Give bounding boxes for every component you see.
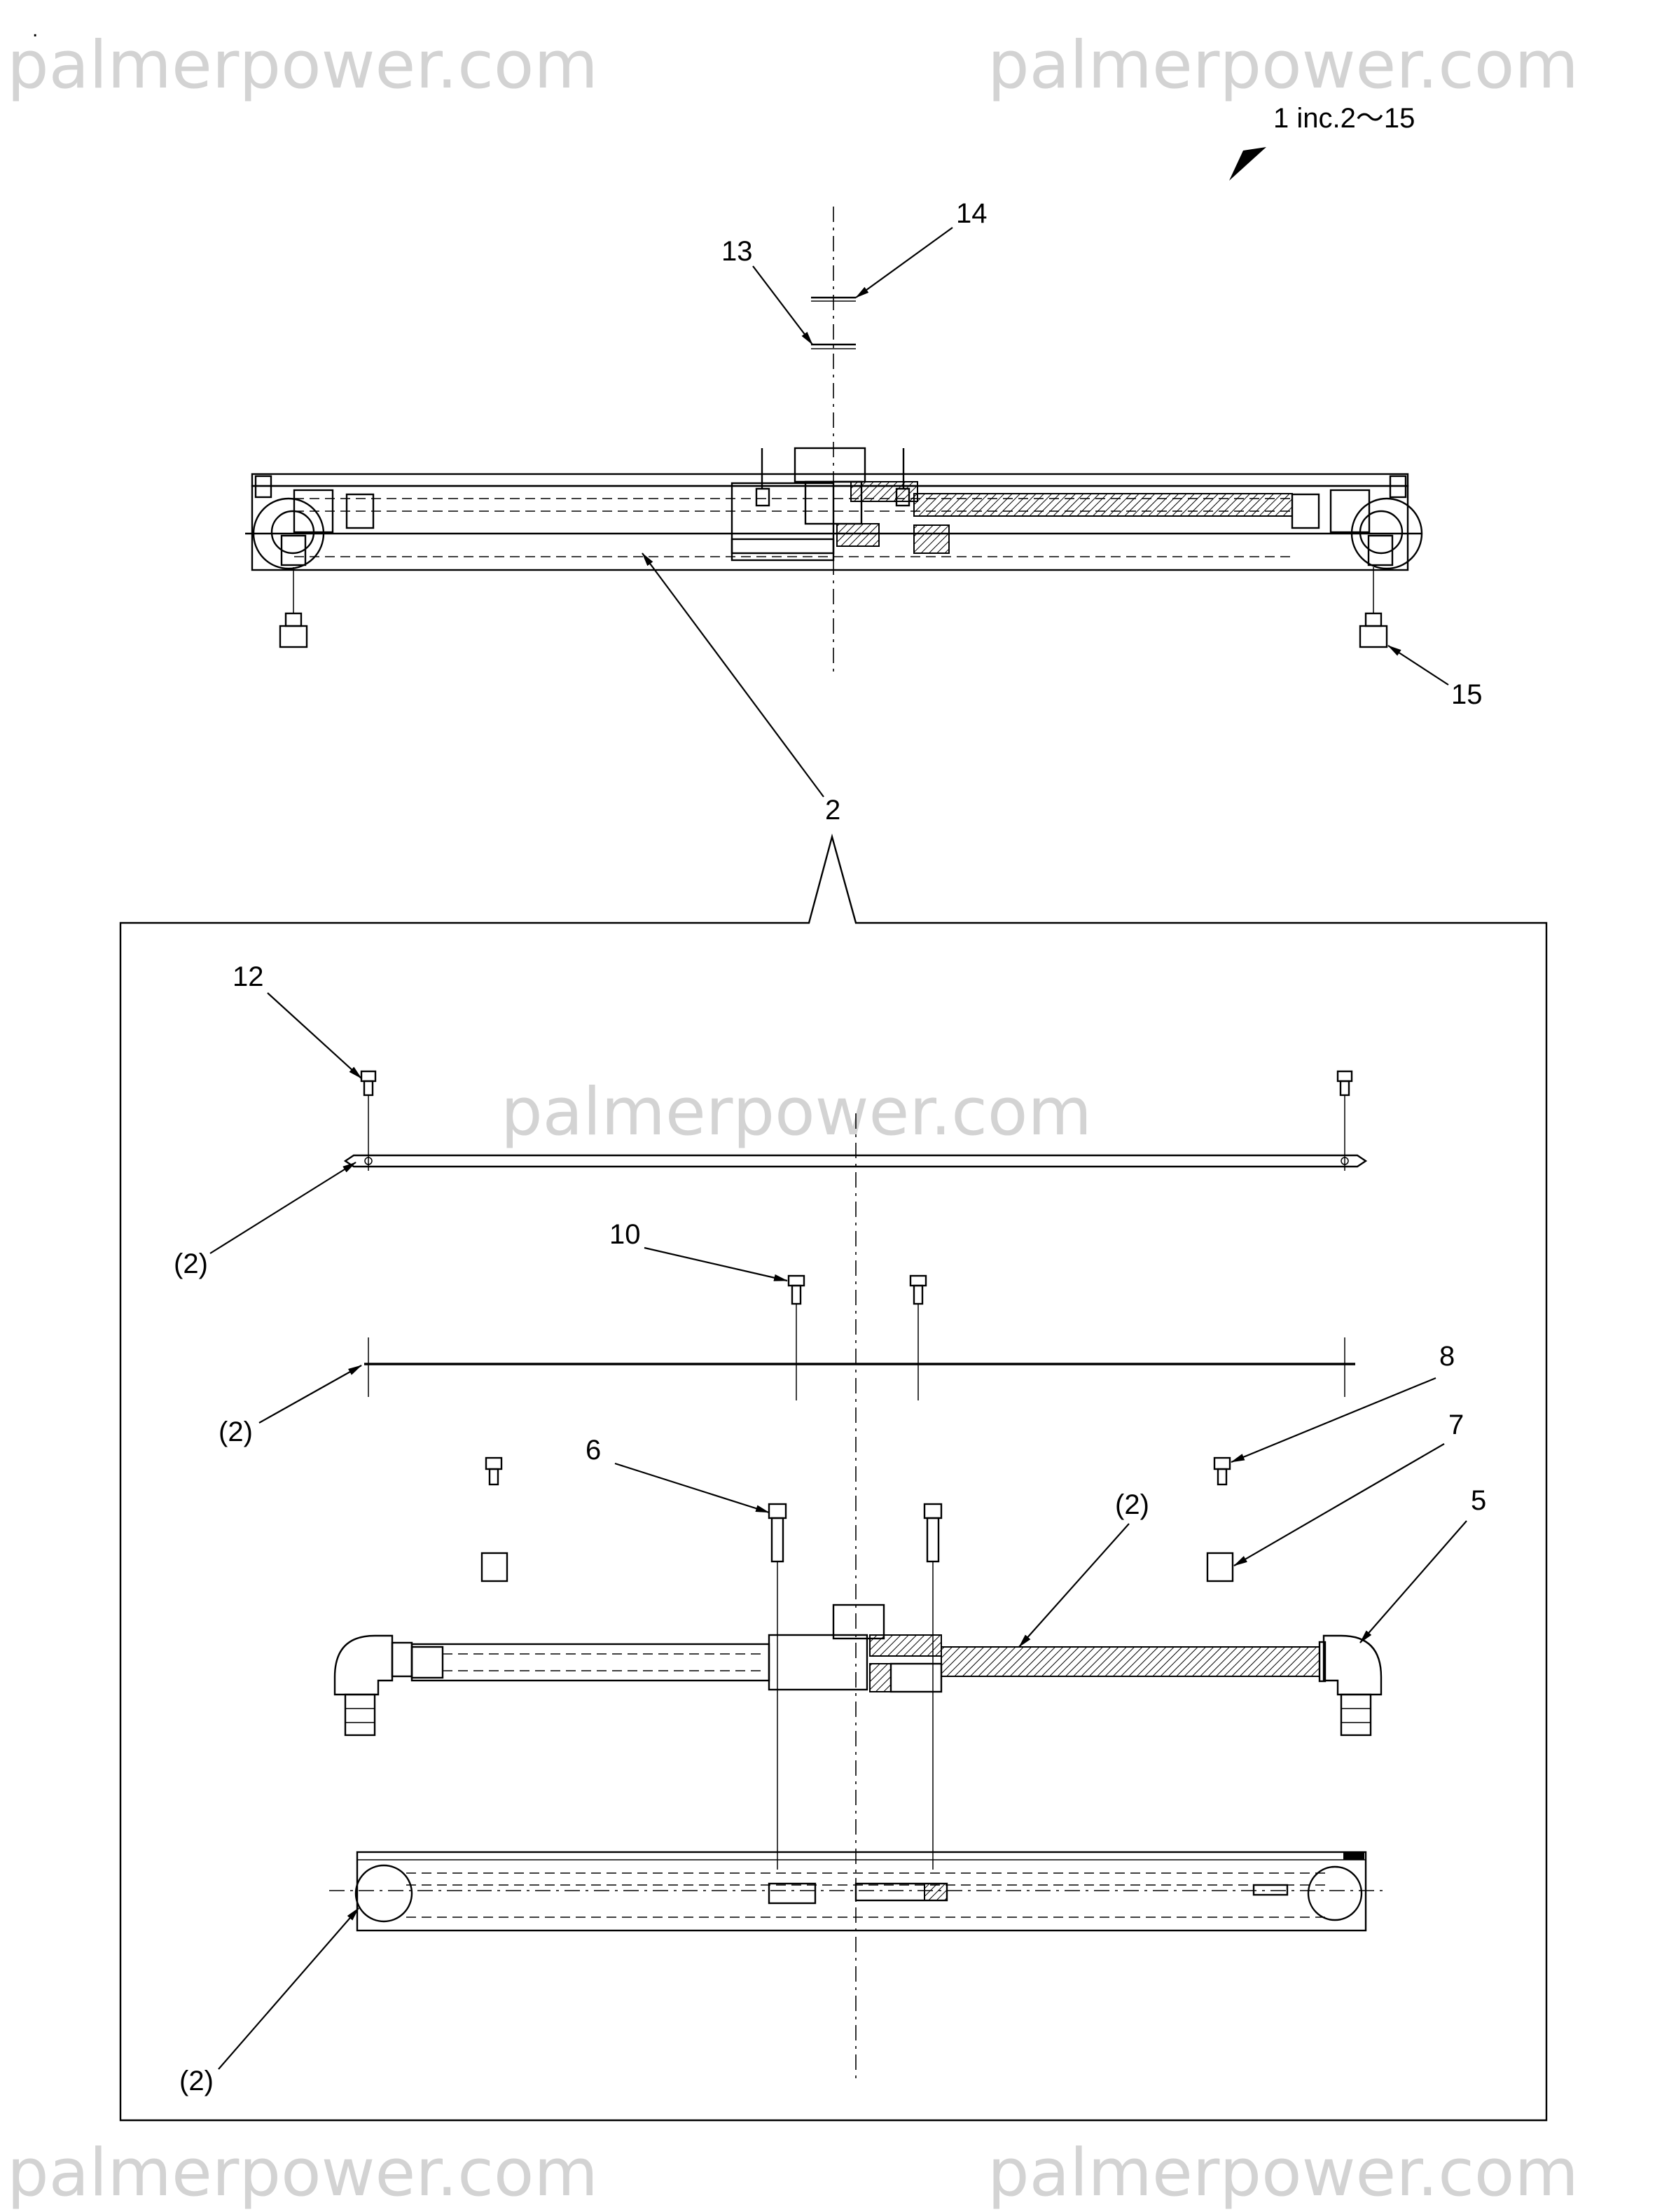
leader-2-belt <box>218 1907 359 2070</box>
watermark-top-right: palmerpower.com <box>988 27 1579 104</box>
part-5-elbow-right <box>1322 1634 1383 1737</box>
watermark-bottom-right: palmerpower.com <box>988 2135 1579 2211</box>
leader-2-seal <box>258 1365 362 1424</box>
part-2-tube-assembly <box>410 1604 1327 1693</box>
callout-12: 12 <box>233 961 264 992</box>
callout-7: 7 <box>1448 1410 1464 1440</box>
callout-13: 13 <box>721 236 753 267</box>
leader-5 <box>1359 1520 1467 1643</box>
part-2-rod <box>343 1154 1368 1168</box>
header-arrow-icon <box>1229 147 1266 181</box>
callout-2-seal: (2) <box>219 1417 253 1447</box>
part-2-seal-strip <box>364 1337 1355 1397</box>
callout-2-belt: (2) <box>179 2066 214 2096</box>
part-7-block-right <box>1206 1552 1234 1583</box>
leader-13 <box>752 265 813 345</box>
part-8-screw-left <box>485 1456 503 1486</box>
part-14-shim <box>811 296 856 302</box>
part-10-screw-right <box>909 1274 927 1400</box>
leader-10 <box>644 1246 788 1282</box>
leader-12 <box>267 992 362 1079</box>
part-7-block-left <box>480 1552 508 1583</box>
leader-2-rod <box>209 1162 356 1254</box>
leader-15 <box>1387 645 1449 686</box>
part-12-screw-right <box>1336 1070 1353 1171</box>
callout-10: 10 <box>609 1219 641 1250</box>
callout-5: 5 <box>1471 1485 1486 1516</box>
callout-6: 6 <box>586 1435 601 1466</box>
watermark-center: palmerpower.com <box>501 1074 1092 1150</box>
leader-2 <box>642 552 824 798</box>
part-6-bolt-left <box>768 1503 787 1870</box>
part-2-belt-housing <box>329 1851 1383 1932</box>
callout-14: 14 <box>956 198 988 229</box>
watermark-bottom-left: palmerpower.com <box>7 2135 598 2211</box>
part-5-elbow-left <box>333 1634 413 1737</box>
header-note: 1 inc.2〜15 <box>1229 103 1415 181</box>
callout-8: 8 <box>1439 1341 1455 1372</box>
callout-15: 15 <box>1451 679 1483 710</box>
detail-frame <box>119 833 1548 2122</box>
part-8-screw-right <box>1213 1456 1231 1486</box>
leader-6 <box>614 1462 770 1514</box>
leader-14 <box>855 227 953 298</box>
leader-2-tube <box>1018 1523 1130 1648</box>
top-assembly <box>245 447 1423 571</box>
watermark-top-left: palmerpower.com <box>7 27 598 104</box>
header-note-text: 1 inc.2〜15 <box>1273 103 1415 134</box>
callout-2: 2 <box>825 795 840 826</box>
part-15-bolt-right <box>1359 567 1388 648</box>
part-15-bolt-left <box>279 567 308 648</box>
leader-7 <box>1233 1443 1445 1566</box>
corner-dot: . <box>32 18 38 41</box>
part-10-screw-left <box>787 1274 805 1400</box>
part-13-washer <box>811 343 856 349</box>
callout-2-rod: (2) <box>174 1248 208 1279</box>
callout-2-tube: (2) <box>1115 1489 1149 1520</box>
part-6-bolt-right <box>923 1503 943 1870</box>
leader-8 <box>1231 1377 1436 1463</box>
